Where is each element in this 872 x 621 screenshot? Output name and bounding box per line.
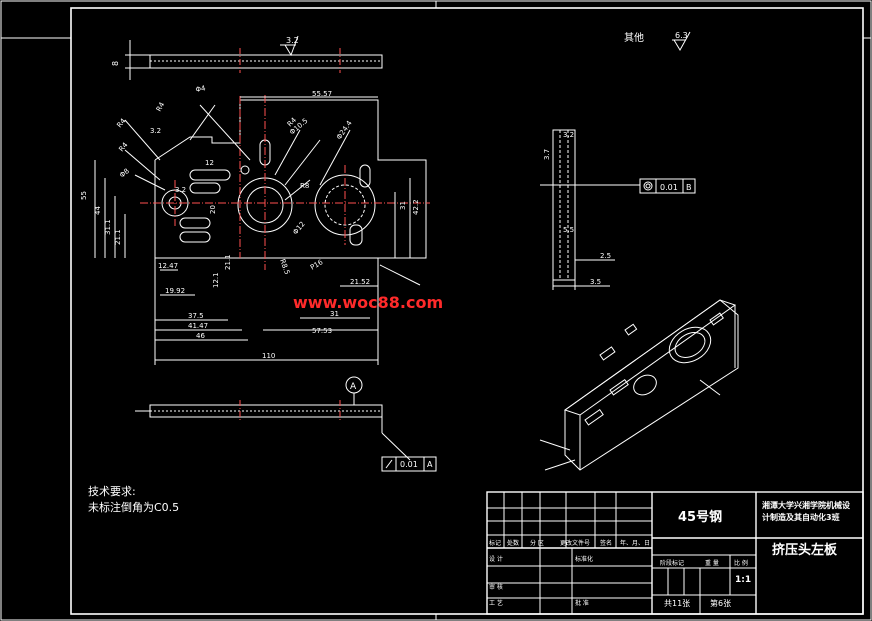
- dim-20: 20: [209, 205, 217, 214]
- datum-a-label: A: [350, 382, 357, 392]
- dim-44: 44: [94, 206, 102, 215]
- dim-31-b: 31: [330, 310, 339, 318]
- coaxiality-datum: B: [686, 183, 692, 192]
- col-zhongliang: 重 量: [705, 559, 719, 567]
- dim-46: 46: [196, 332, 205, 340]
- tech-requirements-line1: 未标注倒角为C0.5: [88, 500, 179, 514]
- roughness-note: 其他 6.3: [624, 31, 691, 51]
- coaxiality-value: 0.01: [660, 183, 678, 192]
- isometric-view: [539, 299, 739, 471]
- col-nianyueri: 年、月、日: [620, 539, 650, 547]
- col-gengwenjian: 更改文件号: [560, 539, 590, 547]
- dim-31-1: 31.1: [104, 219, 112, 235]
- watermark: www.woc88.com: [293, 293, 443, 312]
- dim-3-2-b: 3.2: [175, 186, 186, 194]
- dim-3-2-a: 3.2: [150, 127, 161, 135]
- dim-21-1: 21.1: [114, 229, 122, 245]
- col-jieduan: 阶段标记: [660, 559, 684, 567]
- side-dim-3-7: 3.7: [543, 149, 551, 160]
- dim-57-53: 57.53: [312, 327, 332, 335]
- dim-19-92: 19.92: [165, 287, 185, 295]
- dim-31: 31: [399, 201, 407, 210]
- dim-r4-c: R4: [155, 100, 167, 113]
- side-dim-2-5: 2.5: [600, 252, 611, 260]
- row-gongyi: 工 艺: [489, 599, 503, 607]
- side-dim-3-5: 3.5: [590, 278, 601, 286]
- datum-a-marker: [345, 376, 363, 405]
- dim-55: 55: [80, 191, 88, 200]
- other-roughness-value: 6.3: [675, 31, 688, 40]
- dim-12-47: 12.47: [158, 262, 178, 270]
- side-dim-5-5: 5.5: [563, 226, 574, 234]
- dim-21-1-b: 21.1: [224, 254, 232, 270]
- university-line1: 湘潭大学兴湘学院机械设: [762, 500, 850, 510]
- dim-r8: R8: [300, 182, 309, 190]
- tech-requirements-title: 技术要求:: [88, 485, 136, 498]
- col-qianming: 签名: [600, 539, 612, 547]
- row-sheji: 设 计: [489, 555, 503, 563]
- bottom-view: [135, 400, 411, 461]
- col-chushu: 处数: [507, 539, 519, 547]
- top-view-thickness-dim: 8: [111, 61, 120, 66]
- row-biaozhunhua: 标准化: [575, 555, 593, 563]
- front-view: [94, 95, 430, 365]
- col-fenqu: 分 区: [530, 539, 544, 547]
- dim-21-52: 21.52: [350, 278, 370, 286]
- material: 45号钢: [678, 509, 722, 525]
- row-shenhe: 审 核: [489, 583, 503, 591]
- part-name: 挤压头左板: [772, 542, 838, 558]
- roughness-symbol-icon: [672, 31, 691, 51]
- top-view-roughness-value: 3.2: [286, 36, 299, 45]
- dim-12-1: 12.1: [212, 272, 220, 288]
- col-biaoji: 标记: [489, 539, 501, 547]
- flatness-datum: A: [427, 460, 433, 469]
- total-sheets: 共11张: [664, 599, 690, 608]
- dim-110: 110: [262, 352, 275, 360]
- scale: 1:1: [735, 575, 751, 585]
- dim-41-47: 41.47: [188, 322, 208, 330]
- dim-phi4: Φ4: [195, 84, 207, 94]
- sheet-number: 第6张: [710, 598, 731, 608]
- row-pizhun: 批 准: [575, 599, 589, 607]
- title-block: [486, 491, 864, 615]
- side-view-dimensions: 3.2 3.7 5.5 2.5 3.5 0.01 B: [543, 131, 692, 286]
- dim-42-2: 42.2: [412, 199, 420, 215]
- flatness-value: 0.01: [400, 460, 418, 469]
- side-view: [540, 129, 696, 290]
- dim-37-5: 37.5: [188, 312, 204, 320]
- title-block-text: 45号钢 湘潭大学兴湘学院机械设 计制造及其自动化3班 挤压头左板 标记 处数 …: [489, 500, 850, 608]
- col-bili: 比 例: [734, 559, 748, 567]
- dim-12: 12: [205, 159, 214, 167]
- flatness-callout: [381, 456, 437, 472]
- university-line2: 计制造及其自动化3班: [762, 512, 840, 522]
- top-view: [125, 35, 383, 80]
- other-roughness-label: 其他: [624, 31, 644, 44]
- dim-55-57: 55.57: [312, 90, 332, 98]
- side-dim-3-2: 3.2: [563, 131, 574, 139]
